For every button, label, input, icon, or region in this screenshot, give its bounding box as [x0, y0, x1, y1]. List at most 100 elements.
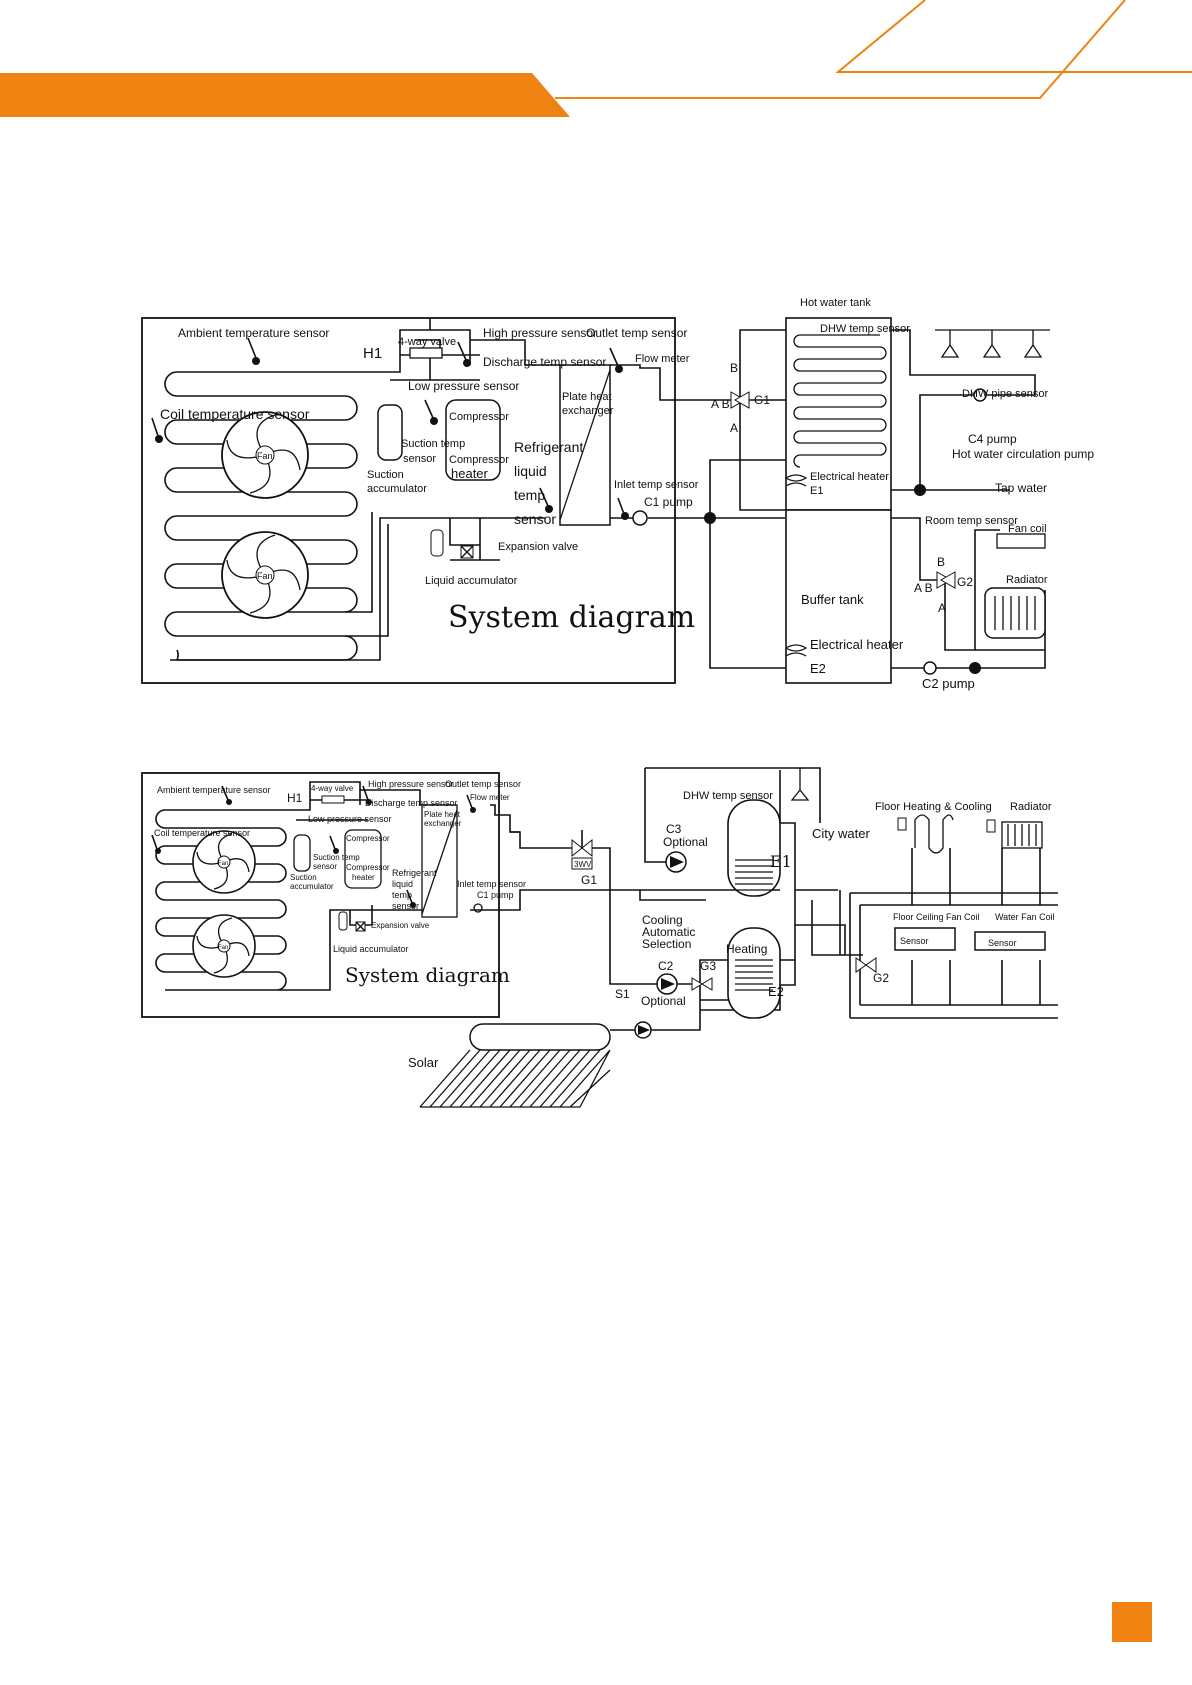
- c4-pump: [973, 388, 987, 402]
- high-pressure-label: High pressure sensor: [483, 326, 597, 340]
- header-orange-bar: [0, 73, 570, 117]
- water-fan-coil-unit: [974, 931, 1046, 951]
- four-way-valve: [409, 347, 443, 359]
- liquid-accumulator: [430, 529, 444, 557]
- suction-acc-label-2b: accumulator: [290, 882, 334, 891]
- expansion-valve-label-2: Expansion valve: [371, 921, 430, 930]
- four-way-valve-label-2: 4-way valve: [311, 784, 354, 793]
- heating-tank-coil: [735, 959, 773, 991]
- shower-head-2: [790, 768, 810, 801]
- sensor-probes-2: [151, 785, 476, 908]
- g1-valve-2: [571, 838, 593, 870]
- tap-water-label: Tap water: [995, 481, 1047, 495]
- sensor-label-2: Sensor: [988, 938, 1017, 948]
- s1-label: S1: [615, 987, 630, 1001]
- heating-label: Heating: [726, 942, 767, 956]
- c1-pump-label: C1 pump: [644, 495, 693, 509]
- diagram-2-title: System diagram: [345, 963, 510, 987]
- e2-label-2: E2: [768, 984, 784, 999]
- floor-heating-label: Floor Heating & Cooling: [875, 801, 992, 813]
- manifold-lines: [849, 848, 1058, 1019]
- plate-hx-label-1: Plate heat: [562, 391, 612, 403]
- suction-temp-label-2a: Suction temp: [313, 853, 360, 862]
- page-number-box: [1112, 1602, 1152, 1642]
- inlet-temp-label: Inlet temp sensor: [614, 479, 699, 491]
- g1-label-2: G1: [581, 873, 597, 887]
- room-temp-label: Room temp sensor: [925, 515, 1018, 527]
- g2-label: G2: [957, 575, 973, 589]
- plate-hx-label-2: exchanger: [562, 405, 614, 417]
- four-way-valve-label: 4-way valve: [398, 336, 456, 348]
- ab-label: A B: [711, 397, 730, 411]
- hw-circ-pump-label: Hot water circulation pump: [952, 447, 1094, 461]
- compressor-label: Compressor: [449, 411, 509, 423]
- fan-label-3: Fan: [218, 861, 228, 867]
- suction-temp-label-2b: sensor: [313, 862, 337, 871]
- expansion-valve-icon: [460, 545, 474, 559]
- diagram-1-title: System diagram: [448, 600, 695, 635]
- buffer-tank-label: Buffer tank: [801, 592, 864, 607]
- header-orange-line: [555, 0, 1126, 99]
- c1-pump: [632, 510, 648, 526]
- a-label: A: [730, 421, 738, 435]
- fan-2: [221, 531, 309, 619]
- condenser-coil: [164, 371, 385, 661]
- compressor-2: [344, 829, 382, 889]
- ambient-sensor-label: Ambient temperature sensor: [178, 326, 329, 340]
- refrigerant-label-4: sensor: [514, 511, 556, 527]
- outdoor-unit-box: [141, 317, 676, 684]
- c4-pump-label: C4 pump: [968, 432, 1017, 446]
- cooling-label-2: Automatic: [642, 925, 695, 939]
- b-label: B: [730, 361, 738, 375]
- e1-label: E1: [810, 485, 823, 497]
- g1-valve: [730, 391, 750, 409]
- refrigerant-label-2: liquid: [514, 463, 547, 479]
- fan-1: [221, 411, 309, 499]
- heating-tank: [727, 927, 781, 1019]
- flow-meter-label: Flow meter: [635, 353, 690, 365]
- dhw-tank: [727, 799, 781, 897]
- a-label-2: A: [938, 601, 946, 615]
- condenser-coil-2: [155, 809, 390, 991]
- solar-label: Solar: [408, 1055, 439, 1070]
- suction-acc-label-2a: Suction: [290, 873, 317, 882]
- cooling-label-3: Selection: [642, 937, 691, 951]
- floor-heating-coil: [897, 814, 954, 854]
- refrigerant-label-2d: sensor: [392, 901, 419, 911]
- compressor-label-2: Compressor: [346, 834, 390, 843]
- fan-label-2: Fan: [257, 571, 273, 581]
- discharge-label: Discharge temp sensor: [483, 355, 606, 369]
- fan-coil-label: Fan coil: [1008, 523, 1047, 535]
- water-lines-1: [610, 329, 786, 669]
- expansion-valve-icon-2: [355, 921, 366, 932]
- dhw-tank-coil: [735, 859, 773, 891]
- high-pressure-label-2: High pressure sensor: [368, 779, 454, 789]
- c1-pump-label-2: C1 pump: [477, 890, 514, 900]
- heater-e1: [785, 474, 808, 487]
- liquid-acc-label: Liquid accumulator: [425, 575, 518, 587]
- hot-water-tank: [785, 317, 892, 511]
- g2-valve-2: [855, 957, 877, 973]
- system-diagram-2: Ambient temperature sensor H1 4-way valv…: [141, 767, 1058, 1108]
- discharge-label-2: Discharge temp sensor: [365, 798, 458, 808]
- dhw-temp-label-2: DHW temp sensor: [683, 790, 773, 802]
- coil-return-lines: [170, 512, 500, 661]
- floor-ceiling-label: Floor Ceiling Fan Coil: [893, 912, 980, 922]
- city-water-label: City water: [812, 826, 870, 841]
- optional-label-2: Optional: [641, 994, 686, 1008]
- fan-label-1: Fan: [257, 451, 273, 461]
- four-way-valve-2: [321, 795, 345, 804]
- refrigerant-label-2a: Refrigerant: [392, 868, 437, 878]
- elec-heater-2-label: Electrical heater: [810, 637, 904, 652]
- radiator-unit: [984, 587, 1046, 639]
- solar-collector: [419, 1023, 611, 1108]
- hot-water-tank-label: Hot water tank: [800, 297, 871, 309]
- header-orange-corner: [835, 0, 1192, 73]
- expansion-valve-label: Expansion valve: [498, 541, 578, 553]
- radiator-label-2: Radiator: [1010, 801, 1052, 813]
- g1-label: G1: [754, 393, 770, 407]
- suction-acc-label-2: accumulator: [367, 483, 427, 495]
- fan-coil-unit: [996, 533, 1046, 549]
- radiator-unit-2: [986, 819, 1043, 849]
- sensor-probes: [151, 337, 629, 520]
